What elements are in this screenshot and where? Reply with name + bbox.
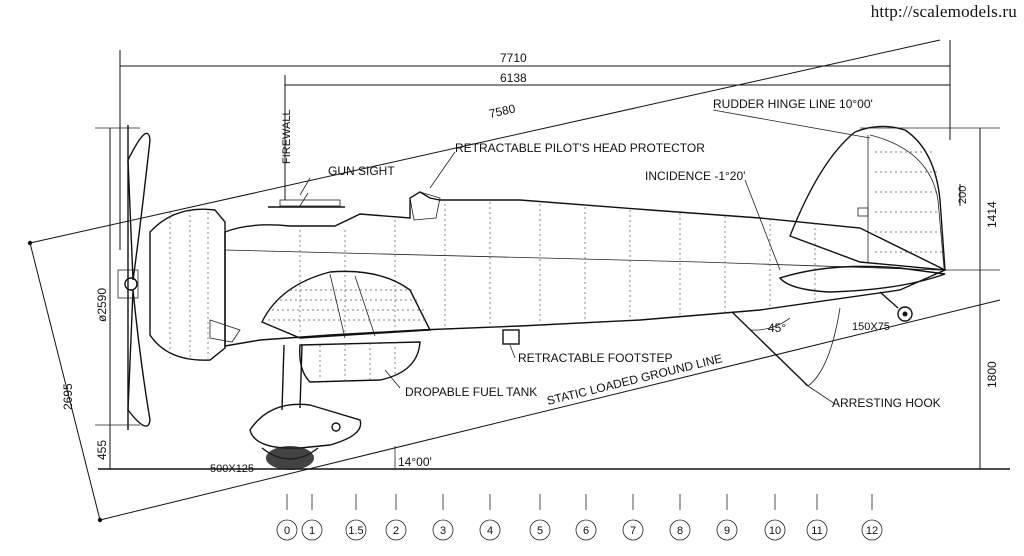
tail-tyre-size: 150X75 [852,321,890,333]
station-circle [385,519,407,541]
dim-diagonal-length: 7580 [488,101,517,121]
ground-angle: 14°00' [398,455,432,469]
head-protector-label: RETRACTABLE PILOT'S HEAD PROTECTOR [455,141,705,155]
station-label: 10 [769,525,781,537]
callout-leaders [299,109,871,469]
station-circle [276,519,298,541]
tail-fin [789,125,946,271]
drop-fuel-tank [299,341,421,383]
station-label: 0 [284,525,290,537]
station-label: 9 [724,525,730,537]
station-circle [669,519,691,541]
station-circle [432,519,454,541]
gun-sight [268,192,345,208]
firewall-label: FIREWALL [281,109,293,164]
station-circle [345,519,367,541]
station-label: 1.5 [348,525,363,537]
station-label: 12 [866,525,878,537]
station-label: 2 [393,525,399,537]
station-circle [301,519,323,541]
station-label: 11 [811,525,822,537]
dim-diag-vertical: 2695 [61,383,75,410]
station-label: 7 [630,525,636,537]
dim-lower-vertical: 455 [95,440,109,460]
station-circle [622,519,644,541]
wing [261,270,432,339]
propeller [117,125,151,430]
station-circle [764,519,786,541]
horizontal-stabiliser [778,265,946,293]
footstep [502,329,520,345]
station-label: 1 [309,525,315,537]
engine-cowling [149,208,241,361]
arresting-hook [731,307,841,387]
arresting-hook-label: ARRESTING HOOK [832,396,941,410]
station-circle [716,519,738,541]
rudder-hinge-label: RUDDER HINGE LINE 10°00' [713,97,873,111]
dim-rudder-step: 200 [957,186,969,204]
dim-height: 1800 [985,361,999,388]
station-circle [575,519,597,541]
dim-overall-length: 7710 [500,51,527,65]
dim-fuselage-length: 6138 [500,71,527,85]
footstep-label: RETRACTABLE FOOTSTEP [518,351,672,365]
fuselage [224,191,947,347]
station-circle [861,519,883,541]
station-label: 4 [487,525,493,537]
station-circle [479,519,501,541]
gun-sight-label: GUN SIGHT [328,164,395,178]
watermark: http://scalemodels.ru [867,2,1020,22]
station-ticks: 0 1 1.5 2 3 4 5 6 7 8 9 10 11 12 [276,494,883,541]
main-tyre-size: 500X125 [210,463,254,475]
incidence-label: INCIDENCE -1°20' [645,169,745,183]
station-circle [806,519,828,541]
landing-gear [249,344,362,470]
station-label: 5 [537,525,543,537]
dim-fin-height: 1414 [985,201,999,228]
dimension-lines [27,39,1001,523]
fuel-tank-label: DROPABLE FUEL TANK [405,385,537,399]
dim-prop-diameter: ø2590 [95,288,109,322]
hook-angle: 45° [768,321,786,335]
station-label: 8 [677,525,683,537]
station-label: 3 [440,525,446,537]
station-circle [529,519,551,541]
tail-wheel [879,291,913,322]
station-label: 6 [583,525,589,537]
